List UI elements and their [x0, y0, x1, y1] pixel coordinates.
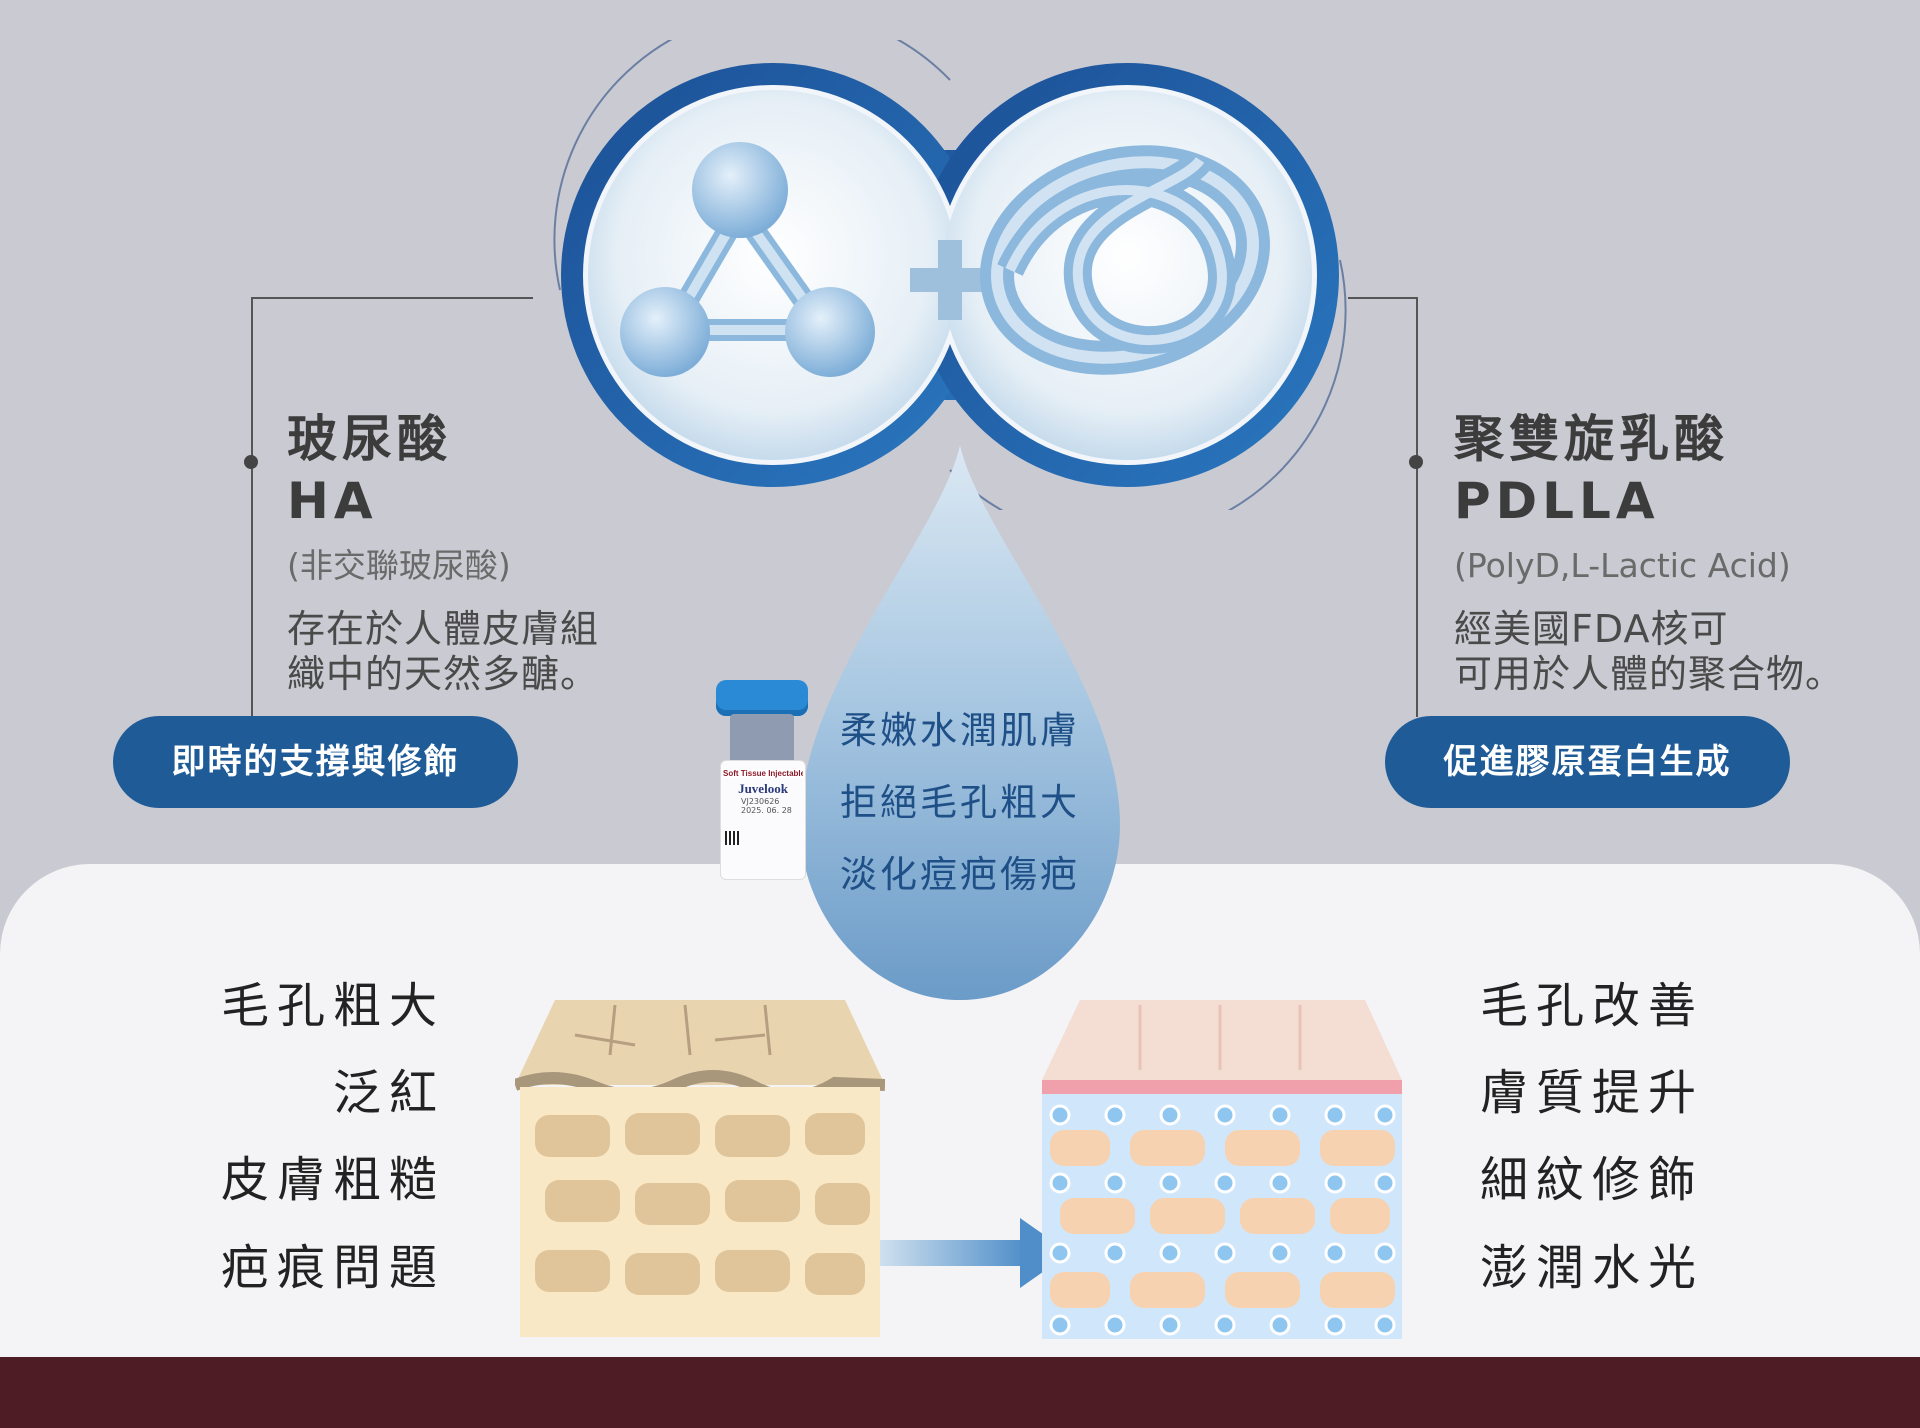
pdlla-leader-line: [1348, 297, 1418, 299]
pdlla-desc-line1: 經美國FDA核可: [1454, 607, 1729, 651]
footer-bar: [0, 1357, 1920, 1428]
vial-lot: VJ230626: [741, 797, 780, 806]
ingredient-circles: [553, 40, 1347, 510]
pdlla-dot: [1409, 455, 1423, 469]
after-item: 毛孔改善: [1480, 978, 1705, 1034]
pdlla-benefit-pill: 促進膠原蛋白生成: [1385, 716, 1790, 808]
before-item: 疤痕問題: [220, 1240, 445, 1296]
vial-neck: [730, 714, 794, 764]
ha-leader-line: [251, 297, 533, 299]
qr-code-icon: [725, 831, 739, 845]
before-item: 毛孔粗大: [220, 978, 445, 1034]
pdlla-title: 聚雙旋乳酸: [1454, 410, 1729, 468]
ha-dot: [244, 455, 258, 469]
pdlla-polymer-icon: [980, 145, 1270, 375]
after-item: 膚質提升: [1480, 1065, 1705, 1121]
vial-label: Soft Tissue Injectable Implant: [723, 769, 803, 778]
before-item: 皮膚粗糙: [220, 1152, 445, 1208]
after-item: 細紋修飾: [1480, 1152, 1705, 1208]
ha-leader-line-vertical: [251, 297, 253, 717]
vial-date: 2025. 06. 28: [741, 806, 792, 815]
product-vial: Soft Tissue Injectable Implant Juvelook …: [716, 680, 808, 880]
drop-benefit-1: 柔嫩水潤肌膚: [840, 709, 1080, 752]
ha-subtitle: (非交聯玻尿酸): [287, 546, 511, 585]
ha-molecule-icon: [620, 142, 875, 377]
vial-cap: [716, 680, 808, 716]
ha-benefit-pill: 即時的支撐與修飾: [113, 716, 518, 808]
ha-abbr: HA: [287, 472, 378, 530]
pdlla-leader-line-vertical: [1416, 297, 1418, 717]
water-drop-icon: [800, 445, 1120, 1000]
skin-after-illustration: [1042, 1000, 1402, 1339]
before-item: 泛紅: [332, 1065, 445, 1121]
drop-benefit-2: 拒絕毛孔粗大: [840, 781, 1080, 824]
pdlla-desc-line2: 可用於人體的聚合物。: [1454, 652, 1845, 696]
arrow-right-icon: [880, 1218, 1070, 1288]
vial-brand: Juvelook: [738, 781, 788, 796]
ha-title: 玻尿酸: [287, 410, 452, 468]
pdlla-subtitle: (PolyD,L-Lactic Acid): [1454, 546, 1791, 585]
drop-benefit-3: 淡化痘疤傷疤: [840, 853, 1080, 896]
after-item: 澎潤水光: [1480, 1240, 1705, 1296]
ha-desc-line2: 織中的天然多醣。: [287, 652, 600, 696]
pdlla-abbr: PDLLA: [1454, 472, 1660, 530]
skin-before-illustration: [515, 1000, 885, 1337]
ha-desc-line1: 存在於人體皮膚組: [287, 607, 600, 651]
vial-body: Soft Tissue Injectable Implant Juvelook …: [720, 760, 806, 880]
